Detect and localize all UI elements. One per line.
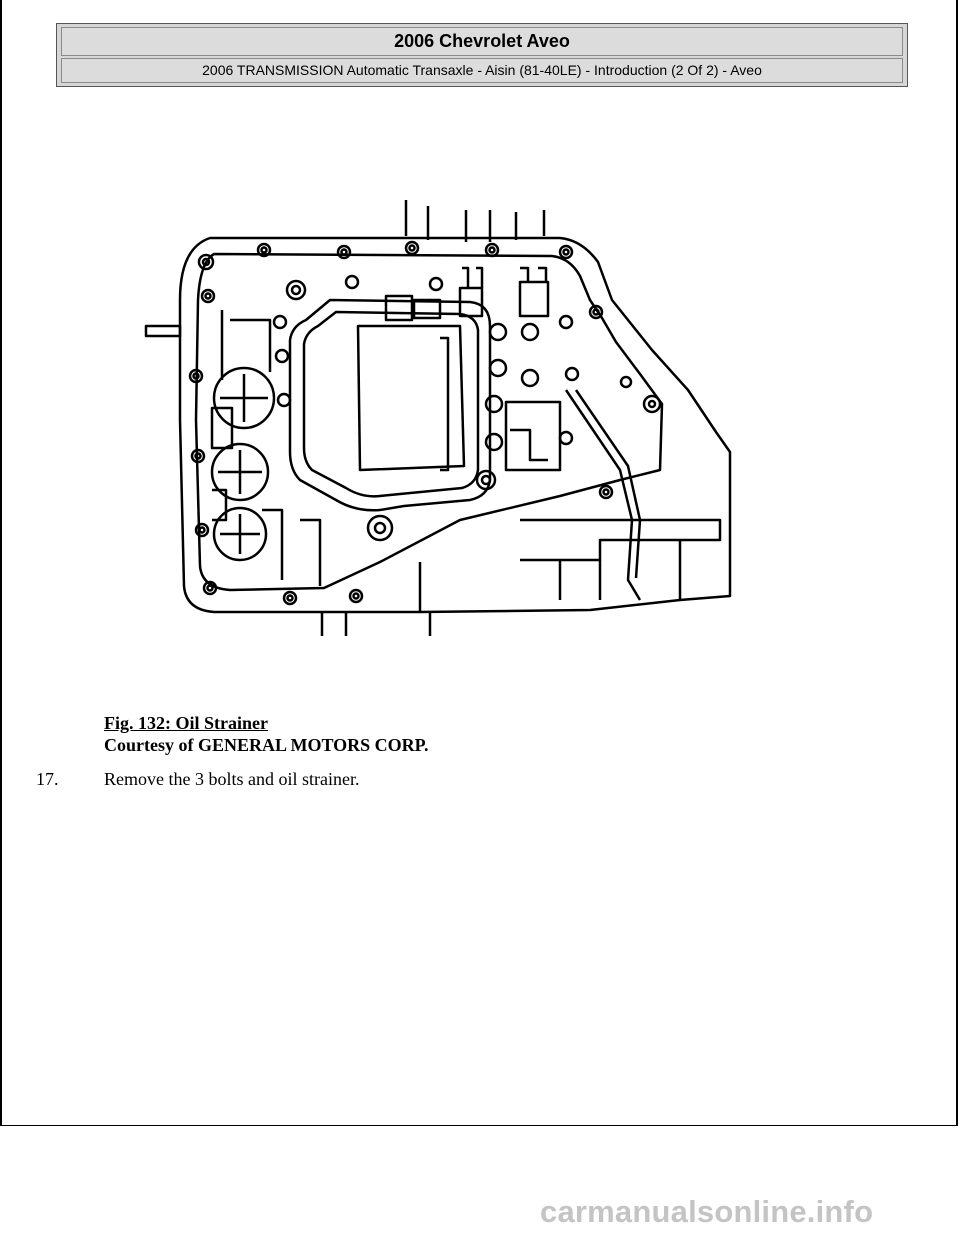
step-number: 17. [36,769,59,789]
figure-caption: Fig. 132: Oil Strainer Courtesy of GENER… [104,712,429,756]
procedure-step: 17. Remove the 3 bolts and oil strainer. [36,768,359,790]
step-text: Remove the 3 bolts and oil strainer. [104,769,360,789]
document-subtitle: 2006 TRANSMISSION Automatic Transaxle - … [61,58,903,83]
oil-strainer-illustration [144,200,732,636]
watermark-logo: carmanualsonline.info [540,1194,874,1229]
document-header: 2006 Chevrolet Aveo 2006 TRANSMISSION Au… [56,23,908,87]
page-frame [0,0,958,1126]
figure-title: Fig. 132: Oil Strainer [104,713,268,733]
document-title: 2006 Chevrolet Aveo [61,27,903,56]
figure-courtesy: Courtesy of GENERAL MOTORS CORP. [104,735,429,755]
